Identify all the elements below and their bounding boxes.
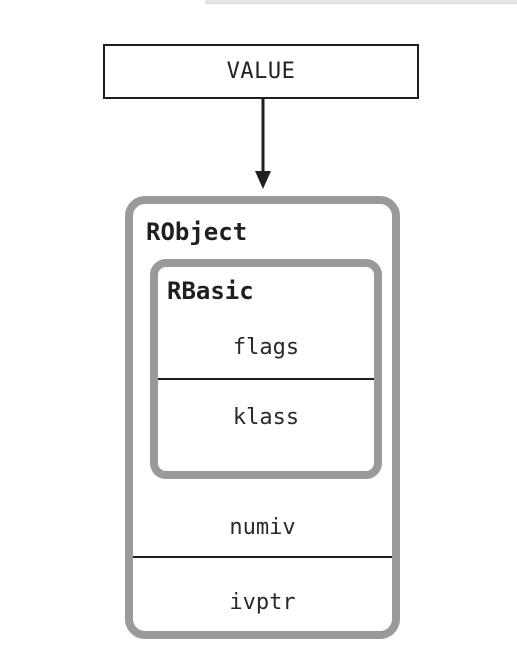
robject-field-numiv: numiv bbox=[229, 515, 296, 540]
top-edge-strip bbox=[205, 0, 517, 4]
rbasic-field-flags: flags bbox=[232, 335, 300, 360]
rbasic-title: RBasic bbox=[167, 277, 254, 305]
value-label: VALUE bbox=[226, 59, 296, 84]
value-box: VALUE bbox=[103, 44, 419, 99]
arrow-head bbox=[255, 171, 271, 189]
robject-field-ivptr: ivptr bbox=[229, 590, 296, 615]
robject-field-divider bbox=[133, 556, 392, 558]
robject-struct: RObject RBasic flags klass numiv ivptr bbox=[125, 196, 400, 639]
rbasic-struct: RBasic flags klass bbox=[150, 259, 382, 479]
pointer-arrow bbox=[255, 99, 271, 189]
rbasic-field-divider bbox=[158, 378, 374, 380]
robject-title: RObject bbox=[146, 218, 248, 246]
rbasic-field-klass: klass bbox=[232, 405, 300, 430]
